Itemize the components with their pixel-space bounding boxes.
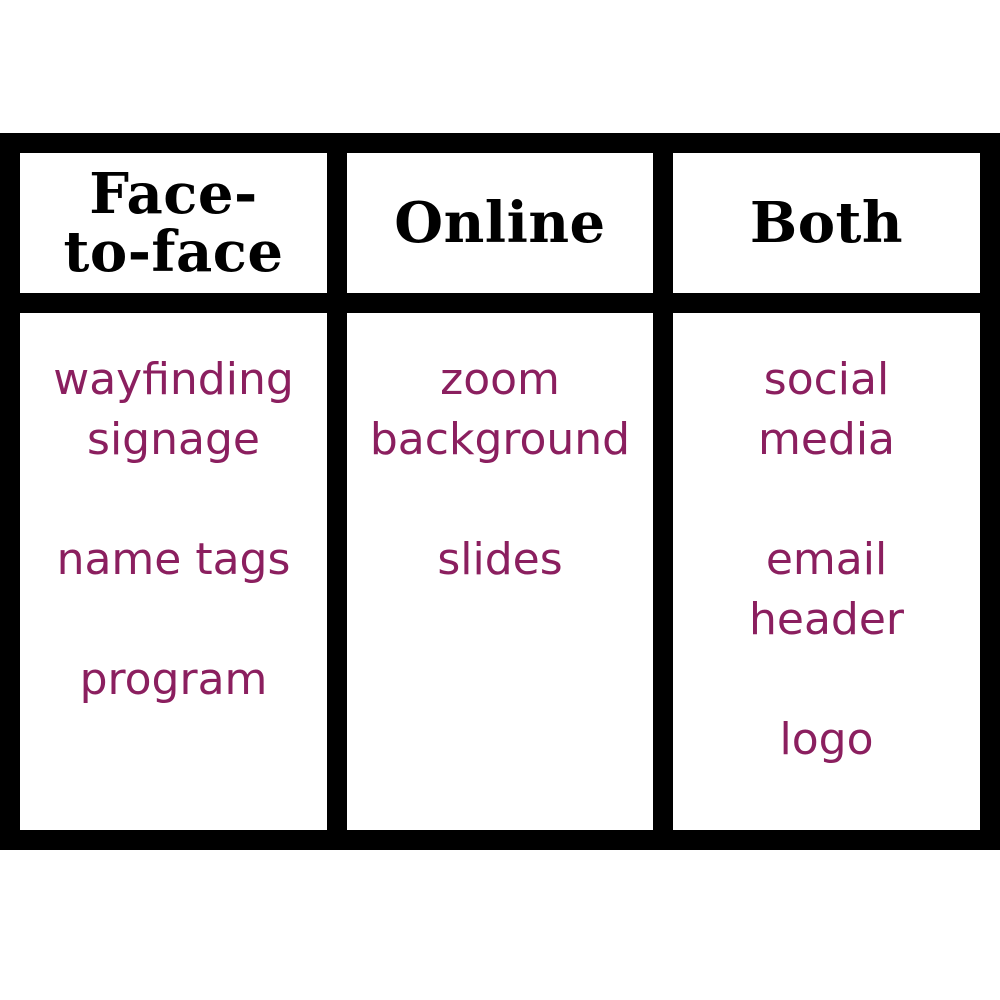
column-header-label: Both bbox=[749, 190, 904, 256]
column-header-face-to-face: Face- to-face bbox=[20, 153, 327, 293]
list-item: logo bbox=[779, 714, 874, 765]
column-body-face-to-face: wayfinding signage name tags program bbox=[20, 313, 327, 830]
column-header-label: Face- to-face bbox=[63, 161, 284, 285]
list-item: wayfinding signage bbox=[53, 354, 294, 465]
list-item: social media bbox=[757, 354, 896, 465]
list-item: zoom background bbox=[369, 354, 631, 465]
list-item: email header bbox=[748, 534, 904, 645]
column-header-online: Online bbox=[347, 153, 653, 293]
comparison-table: Face- to-face Online Both wayfinding sig… bbox=[0, 133, 1000, 850]
column-body-online: zoom background slides bbox=[347, 313, 653, 830]
list-item: program bbox=[79, 654, 268, 705]
column-body-both: social media email header logo bbox=[673, 313, 980, 830]
list-item: slides bbox=[437, 534, 563, 585]
column-header-label: Online bbox=[394, 190, 606, 256]
column-header-both: Both bbox=[673, 153, 980, 293]
list-item: name tags bbox=[56, 534, 291, 585]
